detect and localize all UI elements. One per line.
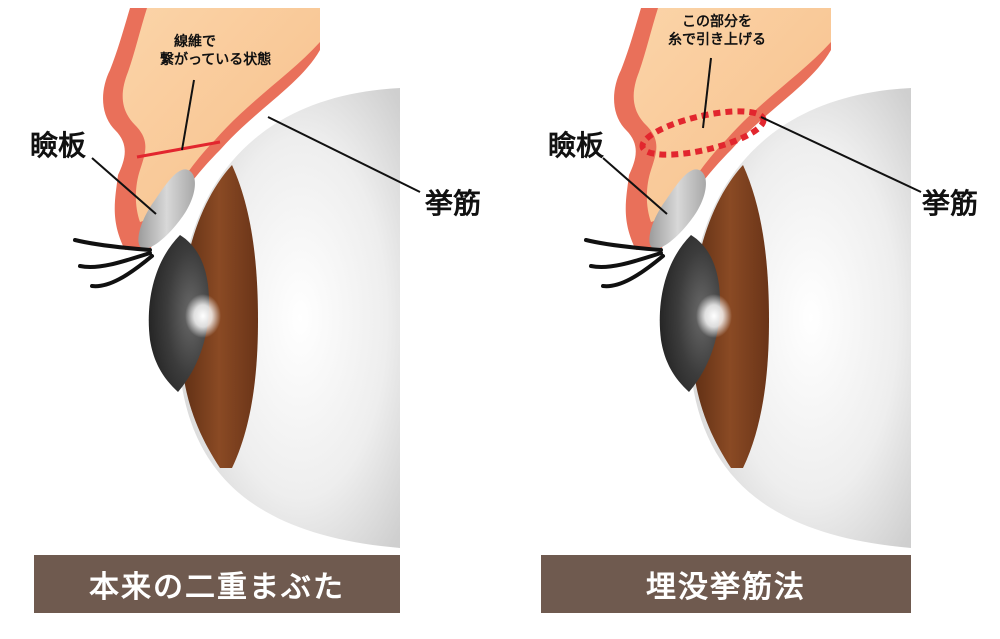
fibre-note: 線維で 繋がっている状態 [160,34,271,69]
fibre-connection-line [136,140,221,159]
pupil [148,235,210,392]
pupil [659,235,721,392]
tarsus-leader-line [91,157,157,215]
tarsus-label: 瞼板 [548,129,605,162]
eye-glare [185,294,221,338]
suture-note-line1: この部分を [682,14,752,30]
note-leader-line [702,57,712,129]
left-panel-drawing [73,8,421,548]
eye-glare [696,294,732,338]
tarsus-label: 瞼板 [30,129,87,162]
eyelid-skin [122,8,320,222]
eyelashes [584,238,665,289]
fibre-note-line1: 線維で [174,34,216,50]
tarsus-plate [649,169,706,249]
levator-muscle-label: 挙筋 [425,187,482,220]
tarsus-leader-line [602,157,668,215]
right-panel-drawing [584,8,922,548]
note-leader-line [181,79,195,151]
caption-natural-double-eyelid: 本来の二重まぶた [34,555,400,613]
suture-note-line2: 糸で引き上げる [668,31,766,48]
levator-muscle-label: 挙筋 [922,187,979,220]
muscle-leader-line [267,116,421,193]
suture-note: この部分を 糸で引き上げる [668,14,766,49]
caption-buried-levator-method: 埋没挙筋法 [541,555,911,613]
muscle-leader-line [760,116,922,193]
tarsus-plate [138,169,195,249]
fibre-note-line2: 繋がっている状態 [160,51,272,68]
eyelid-skin [633,8,831,222]
eyelashes [73,238,154,289]
